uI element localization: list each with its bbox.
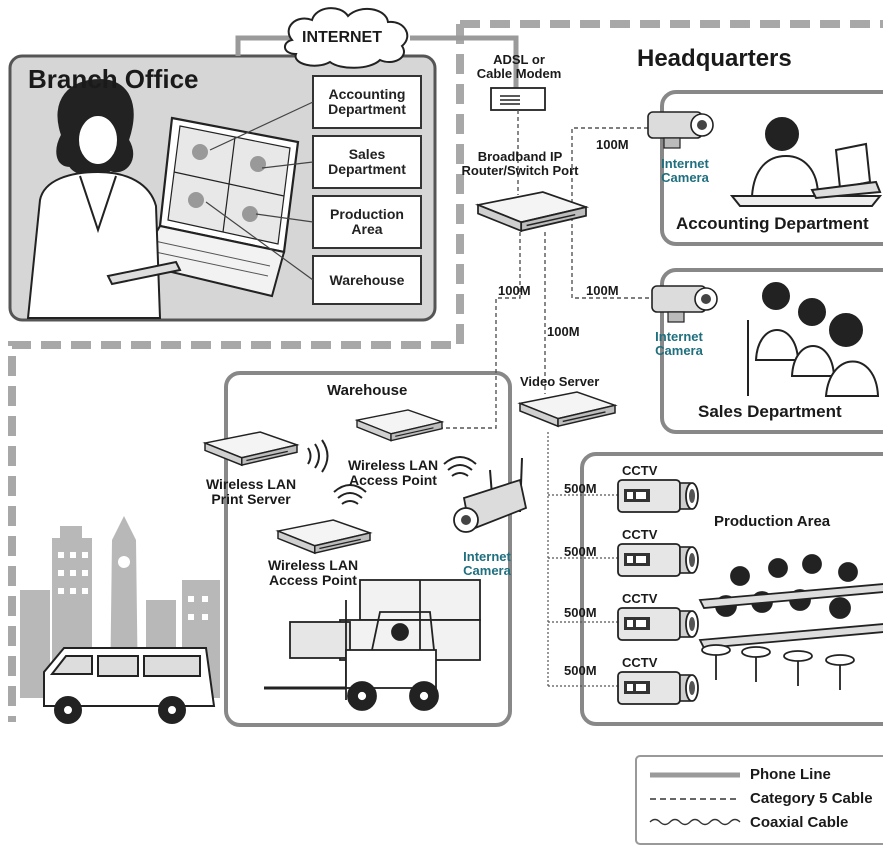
headquarters-title: Headquarters [637,45,792,72]
cctv-label-2: CCTV [622,527,658,542]
branch-dept-warehouse: Warehouse [329,271,405,288]
branch-dept-accounting: Accounting Department [328,86,406,117]
cctv-camera-3 [617,607,699,641]
legend-box [635,755,883,845]
video-server-label: Video Server [520,374,600,389]
accounting-department-label: Accounting Department [676,214,869,233]
cctv-camera-4 [617,671,699,705]
speed-label-4: 100M [547,324,580,339]
cat5-cables [440,110,652,429]
sales-department-label: Sales Department [698,402,842,421]
accounting-scene-illustration [729,117,883,207]
modem-device [490,87,546,111]
speed-label-500-3: 500M [564,605,597,620]
sales-scene-illustration [747,282,880,397]
branch-dept-production: Production Area [330,206,404,237]
production-scene-illustration [698,554,883,690]
speed-label-500-1: 500M [564,481,597,496]
hq-zone-border [8,20,883,722]
speed-label-500-4: 500M [564,663,597,678]
cctv-camera-1 [617,479,699,513]
cctv-label-3: CCTV [622,591,658,606]
access-point-label-2: Wireless LAN Access Point [267,557,359,588]
production-area-label: Production Area [714,513,831,530]
hq-ip-camera-1-label: Internet Camera [661,156,709,185]
woman-illustration [26,78,182,319]
city-windows [58,552,208,620]
speed-label-2: 100M [586,283,619,298]
modem-label: ADSL or Cable Modem [476,52,562,81]
warehouse-ip-camera-label: Internet Camera [463,549,511,578]
cctv-label-4: CCTV [622,655,658,670]
branch-dept-sales: Sales Department [328,146,406,177]
speed-label-3: 100M [498,283,531,298]
access-point-label-1: Wireless LAN Access Point [347,457,439,488]
branch-dept-pointers [205,101,314,281]
internet-cloud [235,7,519,88]
video-server-device [519,391,616,427]
warehouse-title: Warehouse [327,382,408,399]
print-server-label: Wireless LAN Print Server [205,476,297,507]
hq-ip-camera-2-label: Internet Camera [655,329,703,358]
internet-label: INTERNET [302,29,382,46]
speed-label-1: 100M [596,137,629,152]
router-device [477,191,587,232]
forklift-illustration [264,579,481,711]
legend-cat5-cable: Category 5 Cable [750,790,873,807]
router-label: Broadband IP Router/Switch Port [461,149,579,178]
cctv-camera-2 [617,543,699,577]
branch-office-title: Branch Office [28,64,199,94]
legend-coaxial-cable: Coaxial Cable [750,814,849,831]
van-illustration [43,647,216,724]
cctv-label-1: CCTV [622,463,658,478]
warehouse-ip-camera [453,457,528,533]
speed-label-500-2: 500M [564,544,597,559]
wireless-signal-icons [307,439,477,505]
legend-phone-line: Phone Line [750,766,831,783]
